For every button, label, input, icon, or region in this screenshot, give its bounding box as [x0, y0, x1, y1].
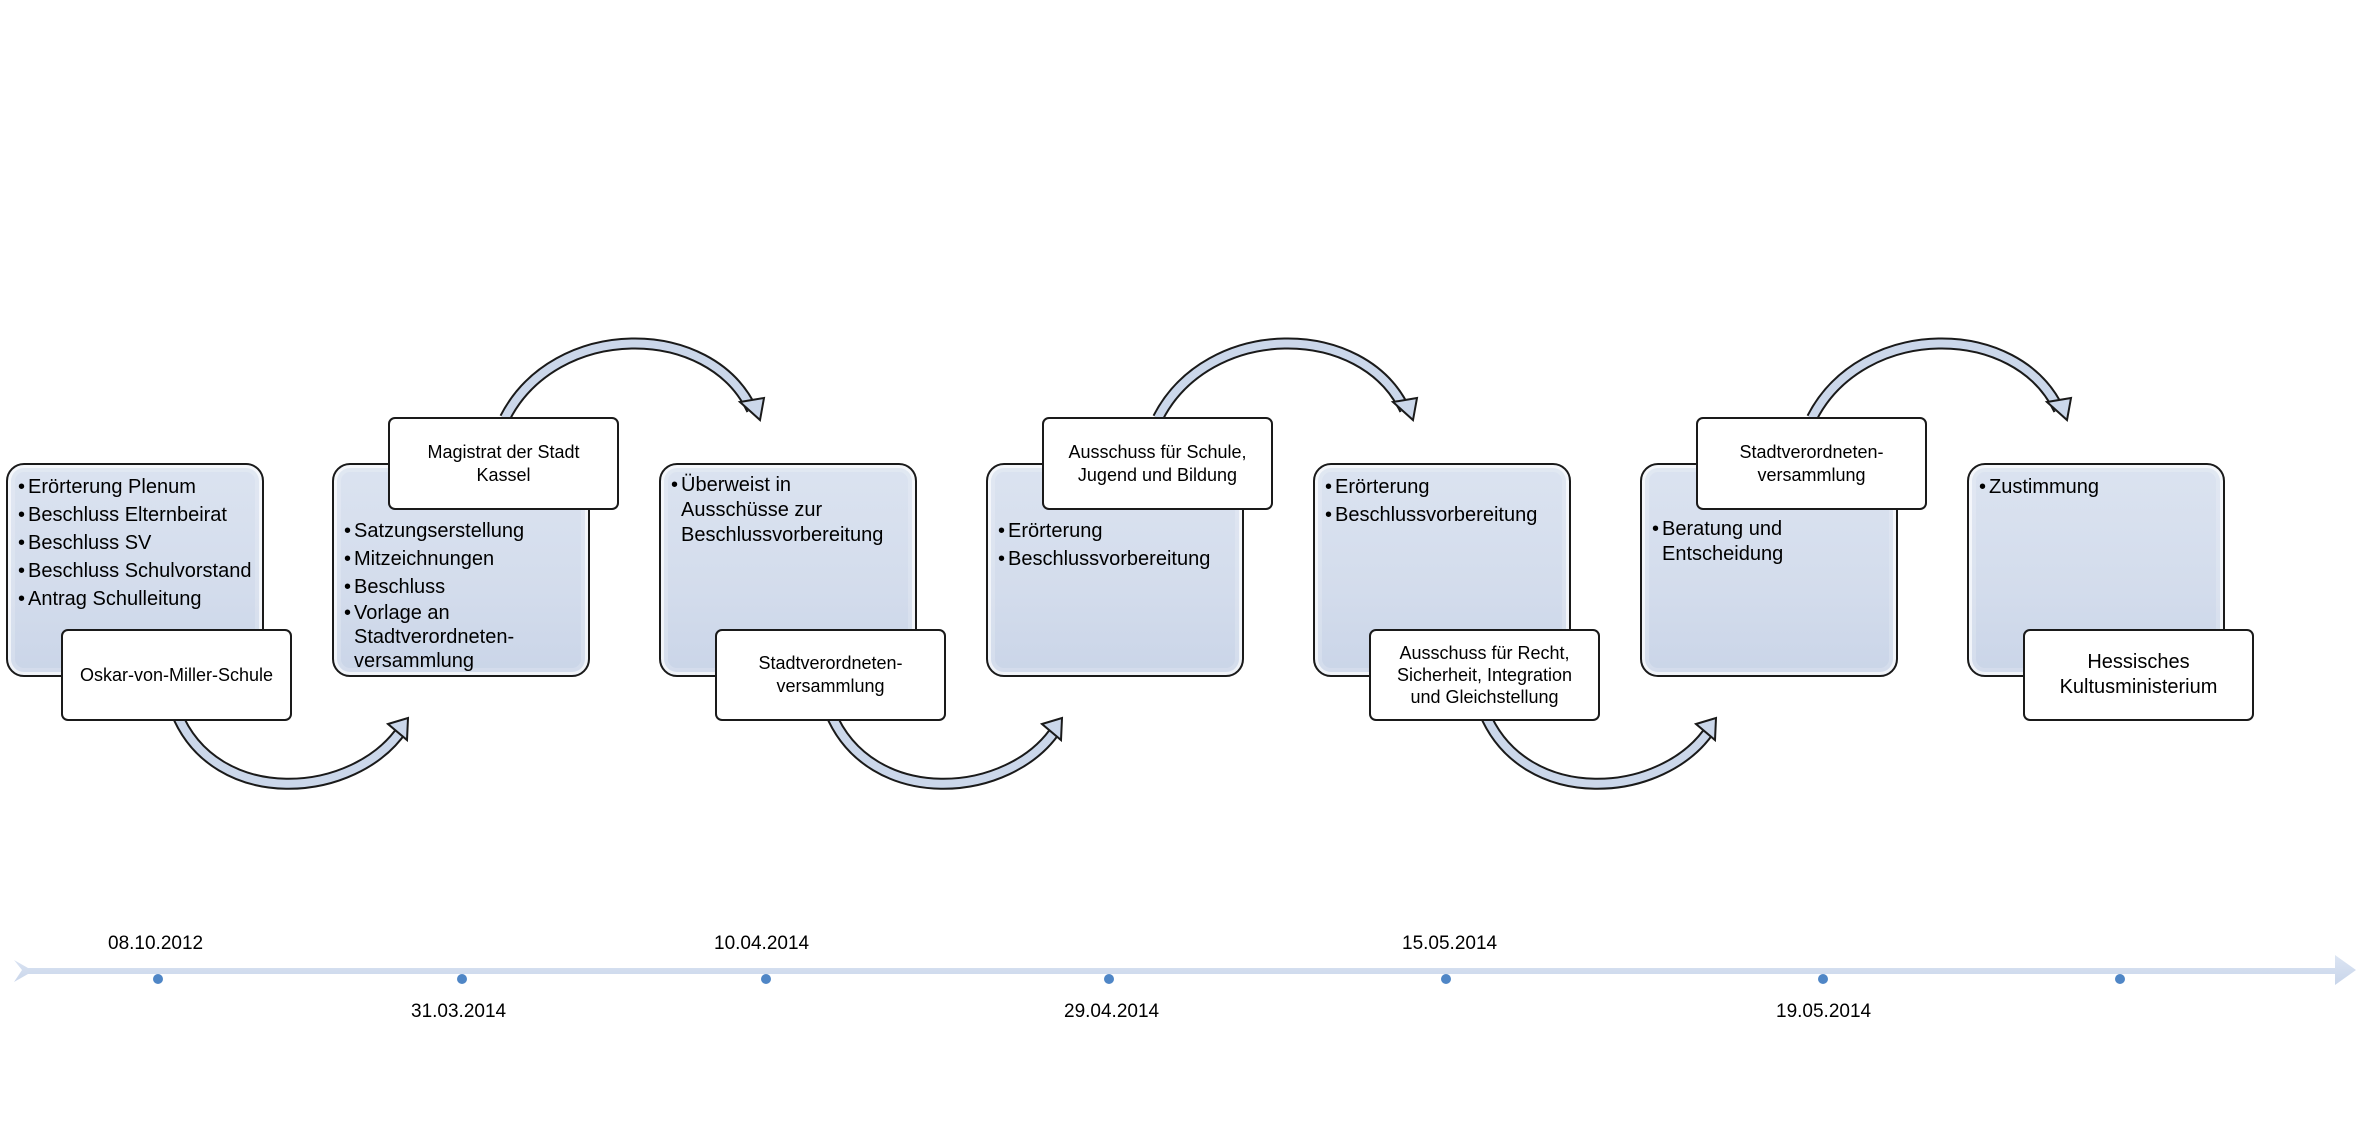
list-item: Beschlussvorbereitung — [1325, 501, 1551, 529]
step-2-list: Satzungserstellung Mitzeichnungen Beschl… — [334, 465, 588, 673]
list-item: Vorlage an Stadtverordneten-versammlung — [344, 601, 570, 673]
timeline-arrow — [14, 955, 2356, 985]
list-item: Beschluss Schulvorstand — [18, 557, 262, 585]
list-item: Antrag Schulleitung — [18, 585, 262, 613]
list-item: Beschluss SV — [18, 529, 262, 557]
list-item: Überweist in Ausschüsse zur Beschlussvor… — [671, 473, 897, 548]
timeline-dot — [1441, 974, 1451, 984]
curved-arrow-bottom-3 — [1478, 709, 1718, 790]
timeline-date-1: 08.10.2012 — [108, 933, 204, 954]
step-label-3: Stadtverordneten-versammlung — [715, 629, 946, 721]
curved-arrow-bottom-1 — [170, 709, 410, 790]
step-1-list: Erörterung Plenum Beschluss Elternbeirat… — [8, 465, 262, 613]
step-4-list: Erörterung Beschlussvorbereitung — [988, 465, 1242, 573]
timeline-dot — [1818, 974, 1828, 984]
list-item: Beschluss — [344, 573, 570, 601]
list-item: Erörterung — [998, 517, 1224, 545]
list-item: Erörterung — [1325, 473, 1551, 501]
curved-arrow-top-1 — [499, 337, 766, 422]
step-label-6: Stadtverordneten-versammlung — [1696, 417, 1927, 510]
list-item: Beschlussvorbereitung — [998, 545, 1224, 573]
curved-arrow-bottom-2 — [824, 709, 1064, 790]
timeline-date-3: 10.04.2014 — [714, 933, 810, 954]
timeline-date-6: 19.05.2014 — [1776, 1001, 1872, 1022]
step-7-list: Zustimmung — [1969, 465, 2223, 501]
timeline-dot — [1104, 974, 1114, 984]
curved-arrow-top-2 — [1152, 337, 1419, 422]
step-label-4: Ausschuss für Schule, Jugend und Bildung — [1042, 417, 1273, 510]
list-item: Satzungserstellung — [344, 517, 570, 545]
timeline-dot — [153, 974, 163, 984]
list-item: Mitzeichnungen — [344, 545, 570, 573]
curved-arrow-top-3 — [1806, 337, 2073, 422]
timeline-dot — [457, 974, 467, 984]
step-label-1: Oskar-von-Miller-Schule — [61, 629, 292, 721]
timeline-date-2: 31.03.2014 — [411, 1001, 507, 1022]
step-6-list: Beratung und Entscheidung — [1642, 465, 1896, 567]
step-label-7: Hessisches Kultusministerium — [2023, 629, 2254, 721]
step-label-5: Ausschuss für Recht, Sicherheit, Integra… — [1369, 629, 1600, 721]
timeline-dot — [761, 974, 771, 984]
list-item: Beratung und Entscheidung — [1652, 517, 1878, 567]
step-3-list: Überweist in Ausschüsse zur Beschlussvor… — [661, 465, 915, 548]
timeline-dot — [2115, 974, 2125, 984]
step-label-2: Magistrat der Stadt Kassel — [388, 417, 619, 510]
list-item: Beschluss Elternbeirat — [18, 501, 262, 529]
step-5-list: Erörterung Beschlussvorbereitung — [1315, 465, 1569, 529]
list-item: Zustimmung — [1979, 473, 2205, 501]
timeline-date-4: 29.04.2014 — [1064, 1001, 1160, 1022]
timeline-date-5: 15.05.2014 — [1402, 933, 1498, 954]
list-item: Erörterung Plenum — [18, 473, 262, 501]
